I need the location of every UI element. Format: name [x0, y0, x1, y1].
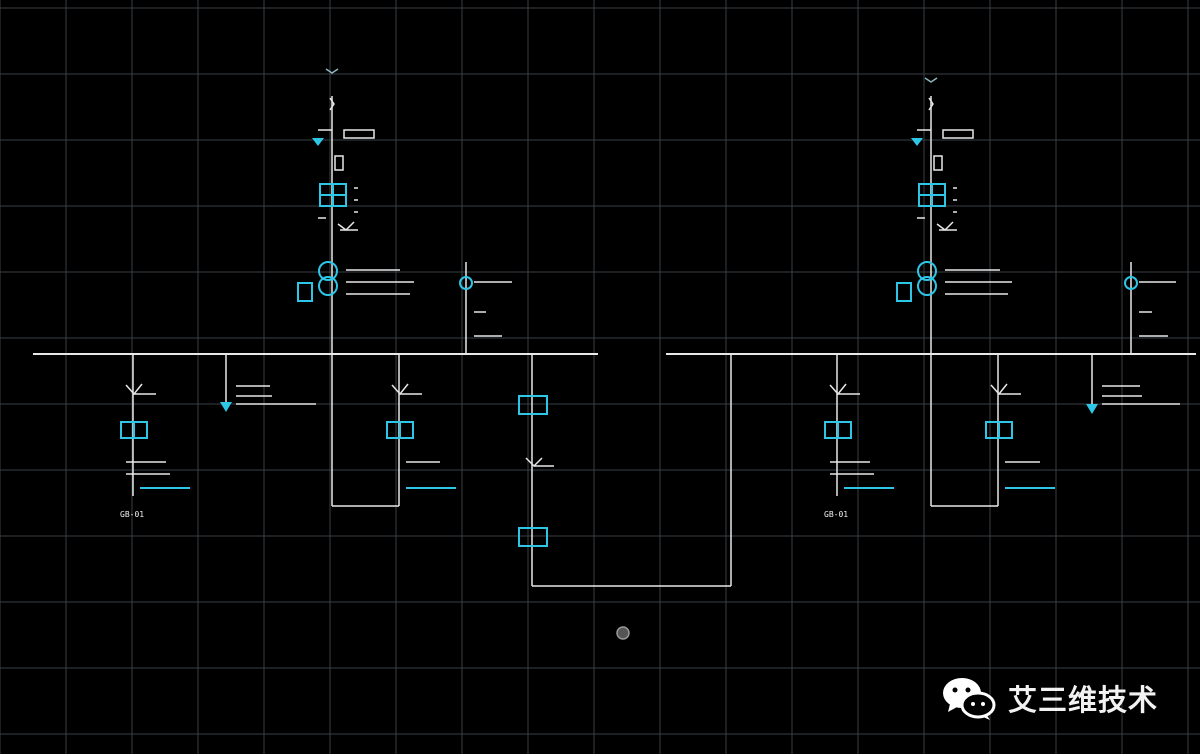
grounding-switch-icon	[343, 129, 375, 139]
transformer-winding-2	[917, 276, 937, 296]
pt-icon	[459, 276, 473, 290]
left-section: GB-01	[33, 68, 732, 587]
arrester-icon	[1086, 404, 1098, 414]
transformer-winding-2	[318, 276, 338, 296]
arrester-icon	[220, 402, 232, 412]
disconnector-icon	[936, 221, 957, 231]
breaker-label-marks	[318, 187, 358, 219]
transformer-label-marks	[346, 269, 414, 295]
cursor-marker[interactable]	[616, 626, 630, 640]
bus-tie-ct-lower-icon	[518, 527, 548, 547]
disconnector-icon	[829, 383, 860, 396]
bus-tie-feeder[interactable]	[518, 354, 732, 587]
cable-end-icon	[329, 97, 335, 111]
surge-arrester-icon	[312, 138, 324, 146]
left-arrester-branch[interactable]	[220, 354, 316, 412]
current-transformer-icon	[319, 183, 347, 207]
feeder-label-marks	[830, 461, 874, 475]
arrester-label-marks	[1102, 385, 1180, 405]
feeder-tag: GB-01	[120, 510, 144, 519]
transformer-winding-1	[318, 261, 338, 281]
top-terminal-icon	[325, 68, 339, 74]
transformer-winding-1	[917, 261, 937, 281]
pt-label-marks	[474, 281, 512, 337]
right-pt-feeder[interactable]	[1124, 262, 1176, 354]
grounding-switch-icon	[942, 129, 974, 139]
pt-label-marks	[1139, 281, 1176, 337]
current-transformer-icon	[386, 421, 414, 439]
right-outgoing-feeder-1[interactable]: GB-01	[824, 354, 894, 519]
transformer-body-icon	[896, 282, 912, 302]
right-section: GB-01	[666, 77, 1196, 519]
left-incoming-feeder[interactable]	[297, 68, 414, 354]
bus-tie-ct-upper-icon	[518, 395, 548, 415]
left-outgoing-feeder-1[interactable]: GB-01	[120, 354, 190, 519]
disconnector-icon	[990, 383, 1021, 396]
pt-icon	[1124, 276, 1138, 290]
wechat-logo-icon	[943, 678, 996, 720]
disconnector-icon	[391, 383, 422, 396]
watermark-text: 艾三维技术	[1008, 683, 1159, 717]
right-outgoing-feeder-2[interactable]	[931, 354, 1055, 507]
transformer-label-marks	[945, 269, 1012, 295]
arrester-label-marks	[236, 385, 316, 405]
current-transformer-icon	[985, 421, 1013, 439]
disconnector-icon	[337, 221, 358, 231]
left-outgoing-feeder-2[interactable]	[331, 354, 456, 507]
top-terminal-icon	[924, 77, 938, 83]
right-arrester-branch[interactable]	[1086, 354, 1180, 414]
right-incoming-feeder[interactable]	[896, 77, 1012, 506]
disconnector-icon	[125, 383, 156, 396]
feeder-tag: GB-01	[824, 510, 848, 519]
cable-end-icon	[928, 97, 934, 111]
current-transformer-icon	[918, 183, 946, 207]
fuse-icon	[334, 155, 344, 171]
current-transformer-icon	[824, 421, 852, 439]
watermark: 艾三维技术	[940, 668, 1158, 728]
transformer-body-icon	[297, 282, 313, 302]
feeder-label-marks	[126, 461, 170, 475]
breaker-label-marks	[917, 187, 957, 219]
bus-tie-disconnector-icon	[525, 457, 554, 468]
left-pt-feeder[interactable]	[459, 262, 512, 354]
fuse-icon	[933, 155, 943, 171]
surge-arrester-icon	[911, 138, 923, 146]
current-transformer-icon	[120, 421, 148, 439]
